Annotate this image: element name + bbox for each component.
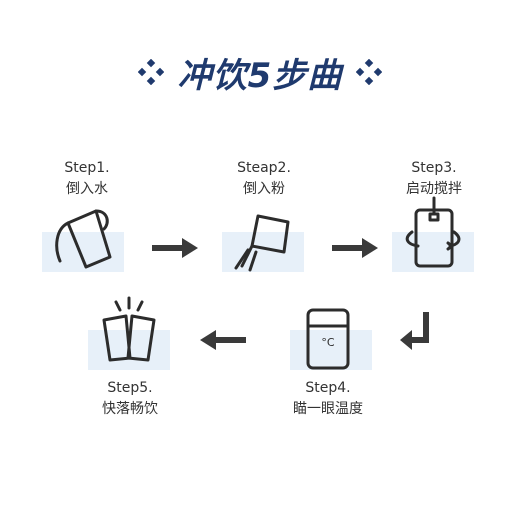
step-label: Steap2. — [237, 160, 291, 176]
step-label: Step4. — [305, 380, 351, 396]
step-4-band — [290, 330, 372, 370]
title-row: 冲饮5步曲 — [0, 44, 520, 100]
step-label: Step1. — [64, 160, 110, 176]
cheers-cups-icon — [102, 296, 156, 362]
step-1-band — [42, 232, 124, 272]
pour-powder-icon — [234, 214, 290, 272]
step-text: 快落畅饮 — [102, 401, 158, 417]
step-2-caption: Steap2. 倒入粉 — [204, 158, 324, 200]
temperature-cup-icon — [306, 308, 350, 370]
temperature-label: °C — [321, 336, 335, 349]
pour-water-icon — [55, 209, 112, 269]
diamond-ornament-icon — [137, 59, 164, 85]
step-1-caption: Step1. 倒入水 — [27, 158, 147, 200]
arrow-left-icon — [200, 330, 246, 350]
step-3-caption: Step3. 启动搅拌 — [374, 158, 494, 200]
step-2-band — [222, 232, 304, 272]
arrow-turn-icon — [400, 312, 429, 350]
step-5-caption: Step5. 快落畅饮 — [70, 378, 190, 420]
arrow-right-icon — [332, 238, 378, 258]
step-text: 倒入水 — [66, 181, 108, 197]
step-text: 启动搅拌 — [406, 181, 462, 197]
page-title: 冲饮5步曲 — [177, 55, 343, 96]
step-text: 瞄一眼温度 — [293, 401, 363, 417]
arrow-right-icon — [152, 238, 198, 258]
step-4-caption: Step4. 瞄一眼温度 — [268, 378, 388, 420]
step-label: Step5. — [107, 380, 153, 396]
step-label: Step3. — [411, 160, 457, 176]
step-text: 倒入粉 — [243, 181, 285, 197]
diamond-ornament-icon — [356, 59, 383, 85]
stirring-cup-icon — [405, 196, 461, 268]
